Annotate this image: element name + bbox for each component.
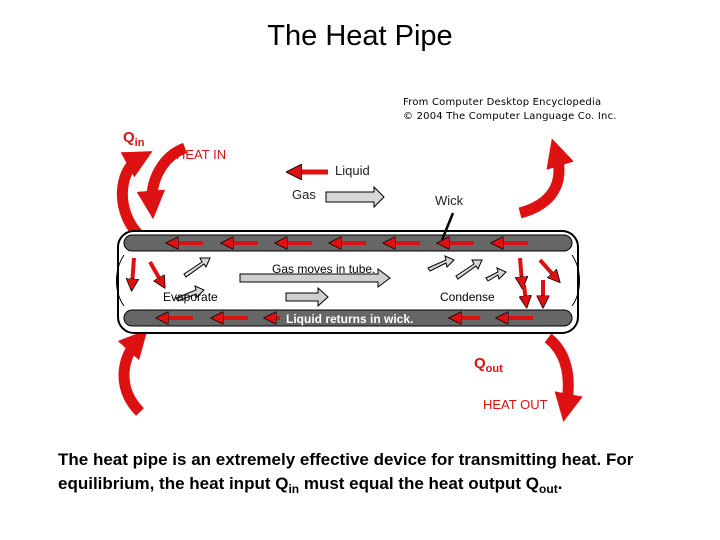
evaporation-arrows [132, 257, 162, 285]
wick-label: Wick [435, 193, 464, 208]
condensation-arrows [520, 257, 556, 302]
liquid-returns-label: Liquid returns in wick. [286, 312, 413, 326]
gas-arrow [485, 267, 507, 282]
condense-arrow [524, 284, 526, 302]
credit-source: From Computer Desktop Encyclopedia [403, 97, 602, 108]
caption: The heat pipe is an extremely effective … [58, 448, 698, 496]
gas-moves-label: Gas moves in tube. [272, 262, 375, 276]
gas-arrow [183, 257, 211, 278]
q-in-label: Qin [123, 129, 145, 149]
gas-arrow [285, 286, 329, 308]
evaporate-arrow [148, 261, 162, 283]
heat-out-curved-arrow [544, 333, 583, 423]
copyright-credit: From Computer Desktop Encyclopedia © 200… [403, 96, 617, 124]
caption-sub-in: in [288, 482, 300, 496]
q-out-label: Qout [474, 355, 503, 375]
gas-arrow [175, 285, 205, 302]
evaporate-label: Evaporate [163, 290, 218, 304]
gas-arrow [455, 259, 483, 280]
liquid-legend-label: Liquid [335, 163, 370, 178]
heat-in-label: HEAT IN [176, 147, 226, 162]
caption-text-2: must equal the heat output Q [299, 474, 540, 493]
page-title: The Heat Pipe [267, 20, 453, 52]
heat-in-curved-arrow-2 [136, 142, 188, 220]
caption-sub-out: out [539, 482, 558, 496]
gas-legend-arrow [325, 185, 385, 209]
evaporate-arrow [132, 257, 134, 285]
heat-in-curved-arrow [116, 151, 153, 240]
gas-arrows [175, 255, 507, 308]
heat-exit-curved-arrow [518, 138, 574, 219]
gas-arrow [427, 255, 455, 272]
condense-label: Condense [440, 290, 495, 304]
gas-legend-label: Gas [292, 187, 316, 202]
heat-out-label: HEAT OUT [483, 397, 548, 412]
credit-copyright: © 2004 The Computer Language Co. Inc. [403, 111, 617, 122]
caption-text-3: . [557, 474, 563, 493]
gas-arrow [239, 268, 391, 288]
condense-arrow [538, 258, 556, 278]
caption-text-1: The heat pipe is an extremely effective … [58, 450, 634, 493]
heat-source-curved-arrow [117, 329, 148, 416]
condense-arrow [520, 257, 522, 283]
wick-pointer [440, 212, 455, 241]
